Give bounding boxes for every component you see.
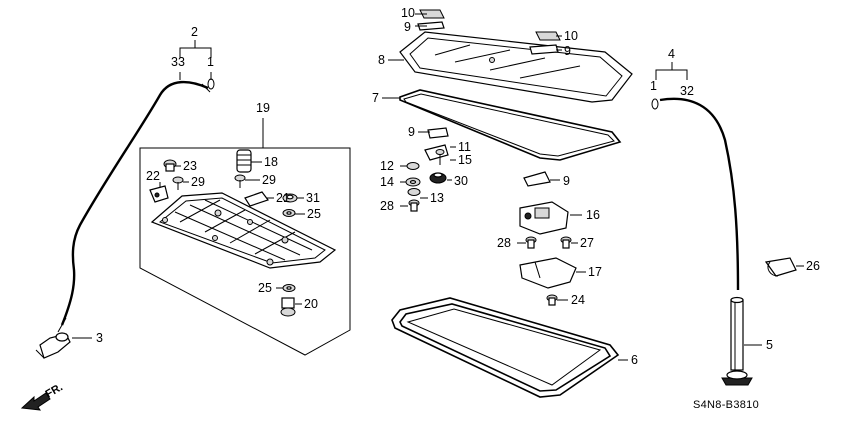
bolt-28a (408, 199, 420, 212)
bolt-15 (435, 149, 445, 165)
callout-10b: 10 (564, 29, 578, 43)
callout-2: 2 (191, 25, 198, 39)
callout-12: 12 (380, 159, 394, 173)
drain-tube-left (57, 78, 215, 333)
callout-25b: 25 (258, 281, 272, 295)
diagram-code: S4N8-B3810 (693, 399, 759, 411)
callout-16: 16 (586, 208, 600, 222)
callout-25a: 25 (307, 207, 321, 221)
drain-tube-right (651, 97, 740, 291)
callout-33: 33 (171, 55, 185, 69)
glass-panel-8 (399, 31, 633, 103)
clip-10a (419, 9, 445, 19)
callout-4: 4 (668, 47, 675, 61)
callout-27: 27 (580, 236, 594, 250)
clip-9b (529, 44, 559, 55)
callout-31: 31 (306, 191, 320, 205)
bolt-29b (234, 174, 246, 188)
washer-25b (282, 284, 296, 292)
callout-8: 8 (378, 53, 385, 67)
callout-1-right: 1 (650, 79, 657, 93)
clip-10b (535, 31, 561, 41)
bolt-24 (546, 294, 558, 306)
bolt-27 (560, 236, 572, 249)
callout-21: 21 (276, 191, 290, 205)
callout-29a: 29 (191, 175, 205, 189)
seal-7 (399, 89, 622, 161)
callout-23: 23 (183, 159, 197, 173)
washer-12 (406, 162, 420, 170)
callout-10a: 10 (401, 6, 415, 20)
front-direction-arrow-icon: FR. (20, 381, 65, 411)
callout-22: 22 (146, 169, 160, 183)
motor-16 (519, 201, 569, 235)
clip-22 (149, 185, 169, 203)
drain-plug-5 (721, 296, 753, 386)
callout-18: 18 (264, 155, 278, 169)
bracket-4 (655, 69, 688, 80)
bolt-29a (172, 176, 184, 190)
callout-11: 11 (458, 140, 471, 154)
callout-28a: 28 (380, 199, 394, 213)
callout-labels: 2 33 1 3 19 18 23 22 29 29 21 31 25 25 2… (96, 6, 820, 367)
callout-9c: 9 (408, 125, 415, 139)
callout-9d: 9 (563, 174, 570, 188)
bracket-17 (519, 257, 577, 289)
callout-30: 30 (454, 174, 468, 188)
frame-6 (391, 297, 620, 398)
callout-6: 6 (631, 353, 638, 367)
fastener-23 (163, 159, 177, 172)
clip-9a (417, 21, 445, 31)
cap-30 (429, 172, 447, 184)
clip-9c (427, 127, 449, 139)
knob-20 (280, 297, 296, 317)
callout-9b: 9 (564, 44, 571, 58)
box-19 (139, 118, 351, 356)
callout-17: 17 (588, 265, 602, 279)
tray-panel (150, 192, 337, 269)
callout-3: 3 (96, 331, 103, 345)
drain-joint-3 (35, 332, 71, 359)
bracket-21 (244, 191, 269, 207)
callout-32: 32 (680, 84, 694, 98)
callout-26: 26 (806, 259, 820, 273)
clip-26 (764, 257, 797, 277)
callout-14: 14 (380, 175, 394, 189)
callout-24: 24 (571, 293, 585, 307)
callout-15: 15 (458, 153, 472, 167)
callout-20: 20 (304, 297, 318, 311)
washer-14 (405, 177, 421, 187)
callout-5: 5 (766, 338, 773, 352)
callout-1-left: 1 (207, 55, 214, 69)
callout-7: 7 (372, 91, 379, 105)
clip-9d (523, 171, 551, 187)
callout-19: 19 (256, 101, 270, 115)
callout-29b: 29 (262, 173, 276, 187)
callout-13: 13 (430, 191, 444, 205)
spring-18 (236, 149, 252, 173)
leader-lines (159, 13, 804, 361)
washer-13 (407, 188, 421, 196)
callout-9a: 9 (404, 20, 411, 34)
front-label: FR. (44, 381, 65, 400)
bolt-28b (525, 236, 537, 249)
washer-25a (282, 209, 296, 217)
callout-28b: 28 (497, 236, 511, 250)
